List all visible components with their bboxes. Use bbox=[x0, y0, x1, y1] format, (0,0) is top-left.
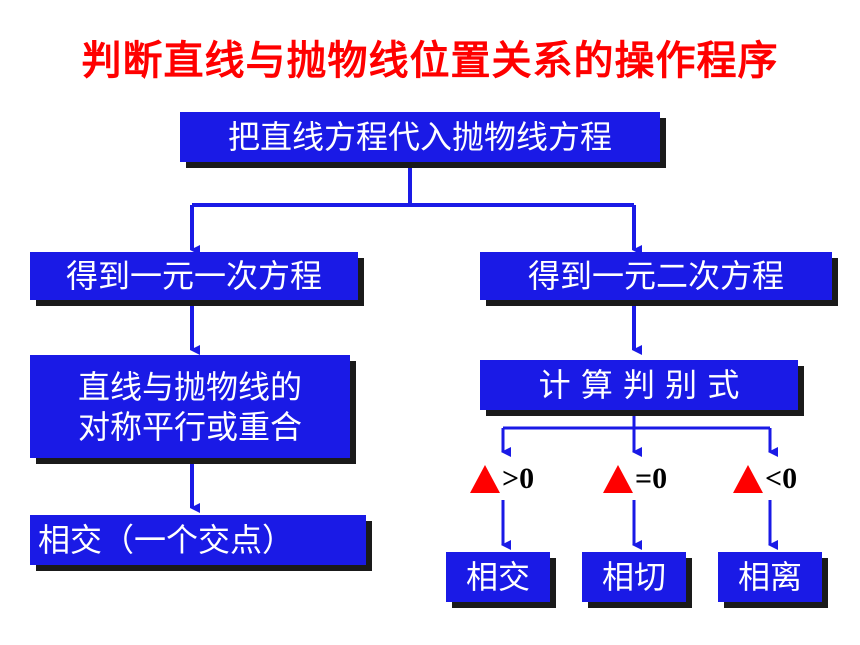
node-intersect-one: 相交（一个交点） bbox=[30, 515, 366, 565]
result-separate: 相离 bbox=[718, 552, 822, 602]
node-discriminant-label: 计 算 判 别 式 bbox=[538, 366, 740, 404]
node-substitute-label: 把直线方程代入抛物线方程 bbox=[227, 118, 612, 156]
result-tangent-label: 相切 bbox=[601, 558, 666, 596]
delta-triangle-icon bbox=[603, 465, 633, 493]
node-parallel-line2: 对称平行或重合 bbox=[77, 407, 302, 446]
condition-lt-label: <0 bbox=[765, 462, 798, 495]
condition-eq: =0 bbox=[603, 462, 667, 496]
delta-triangle-icon bbox=[733, 465, 763, 493]
page-title: 判断直线与抛物线位置关系的操作程序 bbox=[81, 38, 779, 84]
result-intersect: 相交 bbox=[446, 552, 550, 602]
condition-gt-label: >0 bbox=[502, 462, 535, 495]
node-quadratic-equation-label: 得到一元二次方程 bbox=[527, 257, 784, 295]
node-substitute: 把直线方程代入抛物线方程 bbox=[180, 112, 660, 162]
condition-eq-label: =0 bbox=[635, 462, 668, 495]
condition-lt: <0 bbox=[733, 462, 797, 496]
result-intersect-label: 相交 bbox=[465, 558, 530, 596]
node-linear-equation: 得到一元一次方程 bbox=[30, 252, 358, 300]
node-linear-equation-label: 得到一元一次方程 bbox=[65, 257, 322, 295]
condition-gt: >0 bbox=[470, 462, 534, 496]
node-discriminant: 计 算 判 别 式 bbox=[480, 360, 798, 410]
delta-triangle-icon bbox=[470, 465, 500, 493]
result-separate-label: 相离 bbox=[737, 558, 802, 596]
node-parallel-line1: 直线与抛物线的 bbox=[77, 367, 302, 406]
node-intersect-one-label: 相交（一个交点） bbox=[38, 521, 295, 559]
node-parallel: 直线与抛物线的 对称平行或重合 bbox=[30, 355, 350, 458]
result-tangent: 相切 bbox=[582, 552, 686, 602]
node-quadratic-equation: 得到一元二次方程 bbox=[480, 252, 832, 300]
